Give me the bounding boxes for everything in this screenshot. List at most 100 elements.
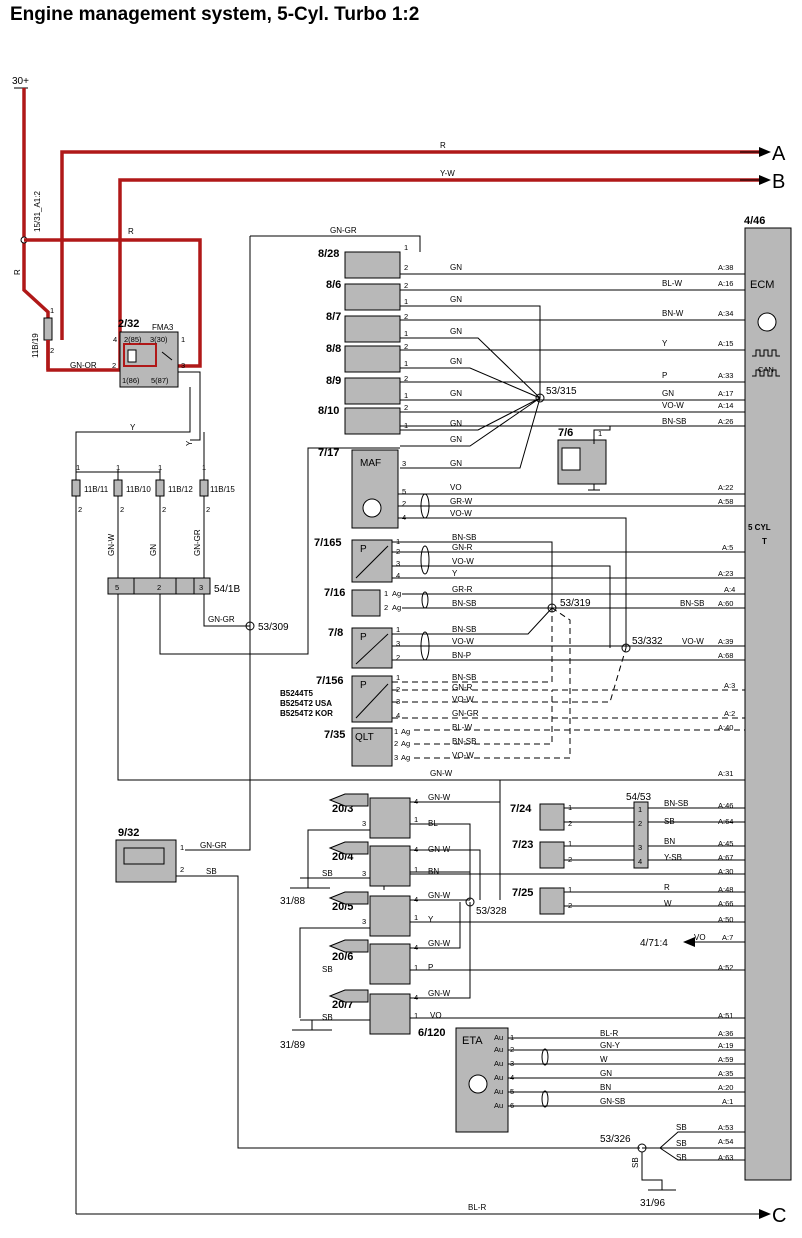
svg-text:A:33: A:33: [718, 371, 733, 380]
svg-text:7/35: 7/35: [324, 729, 345, 741]
svg-text:BN-SB: BN-SB: [452, 737, 476, 746]
svg-text:B5254T2 USA: B5254T2 USA: [280, 699, 332, 708]
svg-text:SB: SB: [322, 869, 333, 878]
svg-text:R: R: [664, 883, 670, 892]
component-7-6: 7/6 1: [557, 426, 611, 491]
svg-text:Ag: Ag: [401, 753, 410, 762]
svg-text:BL-W: BL-W: [452, 723, 472, 732]
svg-text:R: R: [128, 227, 134, 236]
svg-text:5 CYL: 5 CYL: [748, 523, 771, 532]
svg-text:3: 3: [181, 361, 185, 370]
svg-text:A:16: A:16: [718, 279, 733, 288]
svg-text:5: 5: [402, 487, 406, 496]
svg-text:1: 1: [598, 429, 602, 438]
svg-text:1: 1: [396, 625, 400, 634]
svg-text:Au: Au: [494, 1101, 503, 1110]
svg-text:2: 2: [120, 505, 124, 514]
svg-text:A:3: A:3: [724, 681, 735, 690]
svg-text:A:58: A:58: [718, 497, 733, 506]
svg-text:BN-SB: BN-SB: [452, 673, 476, 682]
svg-text:BN-W: BN-W: [662, 309, 684, 318]
svg-text:2: 2: [568, 819, 572, 828]
svg-text:2: 2: [394, 739, 398, 748]
svg-text:GN-Y: GN-Y: [600, 1041, 621, 1050]
output-b-label: B: [772, 171, 785, 193]
svg-text:R: R: [440, 141, 446, 150]
svg-text:Ag: Ag: [401, 739, 410, 748]
svg-text:1: 1: [202, 463, 206, 472]
svg-text:GR-R: GR-R: [452, 585, 473, 594]
can-waveform-icon: [752, 349, 780, 357]
svg-text:GN: GN: [450, 295, 462, 304]
svg-text:GN-GR: GN-GR: [452, 709, 479, 718]
svg-text:1: 1: [394, 727, 398, 736]
svg-text:A:63: A:63: [718, 1153, 733, 1162]
svg-text:A:53: A:53: [718, 1123, 733, 1132]
svg-text:A:19: A:19: [718, 1041, 733, 1050]
svg-text:2: 2: [404, 342, 408, 351]
svg-text:B5244T5: B5244T5: [280, 689, 313, 698]
svg-text:1: 1: [158, 463, 162, 472]
svg-text:1: 1: [76, 463, 80, 472]
fuse-group: Y 1 1 1 1 11B/11 11B/10 11B/12 11B/15 2 …: [71, 226, 745, 1214]
svg-text:A:26: A:26: [718, 417, 733, 426]
knock-sensors: 7/24 1 2 BN-SB SB A:46 A:64 7/23 1 2 BN …: [510, 792, 745, 949]
svg-text:GN-W: GN-W: [428, 939, 451, 948]
svg-text:2: 2: [50, 346, 54, 355]
svg-text:A:15: A:15: [718, 339, 733, 348]
svg-text:P: P: [428, 963, 433, 972]
svg-text:BN: BN: [600, 1083, 611, 1092]
svg-text:A:22: A:22: [718, 483, 733, 492]
svg-text:T: T: [762, 537, 767, 546]
svg-text:BN-SB: BN-SB: [680, 599, 704, 608]
svg-text:BN-SB: BN-SB: [662, 417, 686, 426]
svg-text:VO-W: VO-W: [452, 695, 474, 704]
svg-text:BN-SB: BN-SB: [452, 533, 476, 542]
svg-text:1: 1: [404, 297, 408, 306]
svg-text:3: 3: [402, 459, 406, 468]
svg-text:3: 3: [394, 753, 398, 762]
svg-text:GN-GR: GN-GR: [193, 529, 202, 556]
output-c-label: C: [772, 1205, 786, 1227]
svg-text:GN: GN: [450, 357, 462, 366]
svg-text:GN: GN: [149, 544, 158, 556]
page-title: Engine management system, 5-Cyl. Turbo 1…: [10, 4, 420, 25]
svg-text:Y: Y: [130, 423, 136, 432]
svg-text:1: 1: [404, 359, 408, 368]
svg-text:P: P: [360, 680, 367, 691]
svg-text:GN-W: GN-W: [428, 989, 451, 998]
svg-text:1: 1: [384, 589, 388, 598]
svg-text:1: 1: [414, 913, 418, 922]
svg-text:1: 1: [414, 865, 418, 874]
svg-text:A:17: A:17: [718, 389, 733, 398]
svg-text:W: W: [600, 1055, 608, 1064]
svg-text:1: 1: [414, 1011, 418, 1020]
svg-text:BL-R: BL-R: [600, 1029, 618, 1038]
svg-text:4: 4: [396, 571, 400, 580]
ground-53-326: 53/326 SB SB SB A:53 A:54 A:63 SB 31/96: [600, 1123, 745, 1209]
svg-text:B5254T2 KOR: B5254T2 KOR: [280, 709, 333, 718]
svg-text:SB: SB: [664, 817, 675, 826]
component-7-8: 7/8 P 1 3 2 BN-SB VO-W VO-W A:39 BN-P A:…: [328, 607, 745, 669]
svg-text:A:54: A:54: [718, 1137, 733, 1146]
svg-text:A:68: A:68: [718, 651, 733, 660]
svg-text:BN: BN: [428, 867, 439, 876]
svg-text:1: 1: [404, 329, 408, 338]
svg-text:A:46: A:46: [718, 801, 733, 810]
svg-text:A:4: A:4: [724, 585, 735, 594]
svg-text:7/23: 7/23: [512, 839, 533, 851]
svg-text:7/16: 7/16: [324, 587, 345, 599]
svg-text:GN: GN: [450, 263, 462, 272]
svg-text:3: 3: [362, 819, 366, 828]
svg-text:3: 3: [199, 583, 203, 592]
svg-text:A:39: A:39: [718, 637, 733, 646]
svg-text:Y: Y: [452, 569, 458, 578]
svg-text:6/120: 6/120: [418, 1027, 446, 1039]
svg-text:8/8: 8/8: [326, 343, 341, 355]
fuse-11b-12: [155, 479, 165, 497]
svg-text:Ag: Ag: [401, 727, 410, 736]
svg-text:A:1: A:1: [722, 1097, 733, 1106]
svg-text:2: 2: [180, 865, 184, 874]
svg-text:1: 1: [414, 963, 418, 972]
svg-text:7/17: 7/17: [318, 447, 339, 459]
